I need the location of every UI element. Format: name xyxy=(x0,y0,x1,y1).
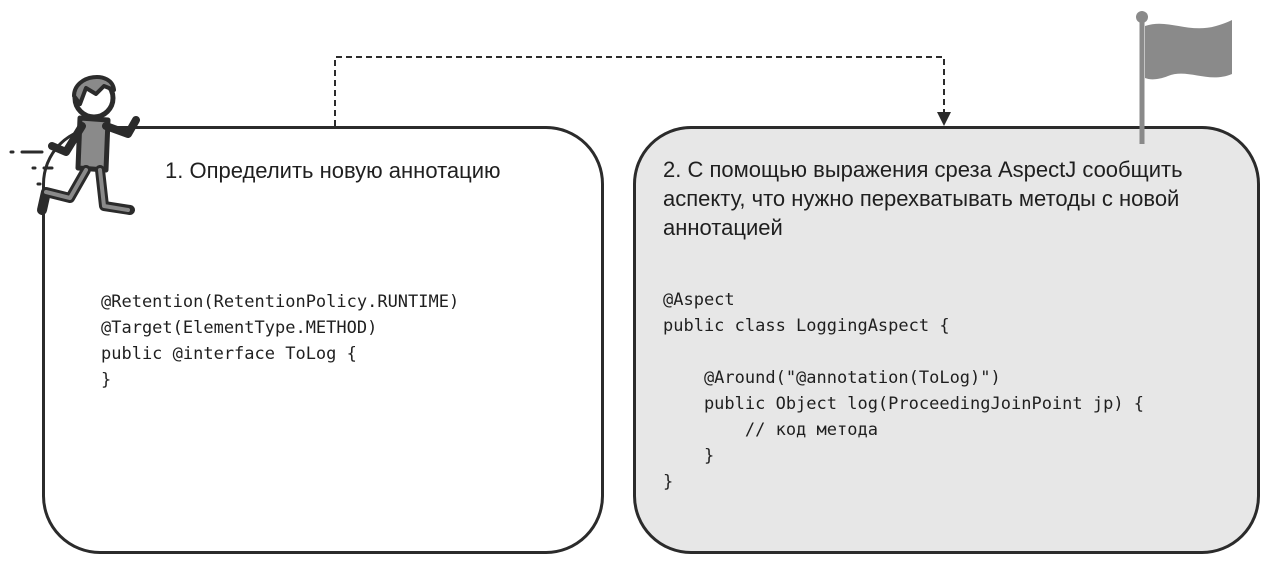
flag-icon xyxy=(1136,11,1232,144)
running-person-icon xyxy=(9,75,140,215)
step2-box xyxy=(633,126,1260,554)
step2-heading: 2. С помощью выражения среза AspectJ соо… xyxy=(663,157,1183,240)
step1-box xyxy=(42,126,604,554)
step2-code: @Aspect public class LoggingAspect { @Ar… xyxy=(663,290,1145,492)
step1-heading: 1. Определить новую аннотацию xyxy=(165,158,501,183)
step1-code: @Retention(RetentionPolicy.RUNTIME) @Tar… xyxy=(101,292,460,390)
